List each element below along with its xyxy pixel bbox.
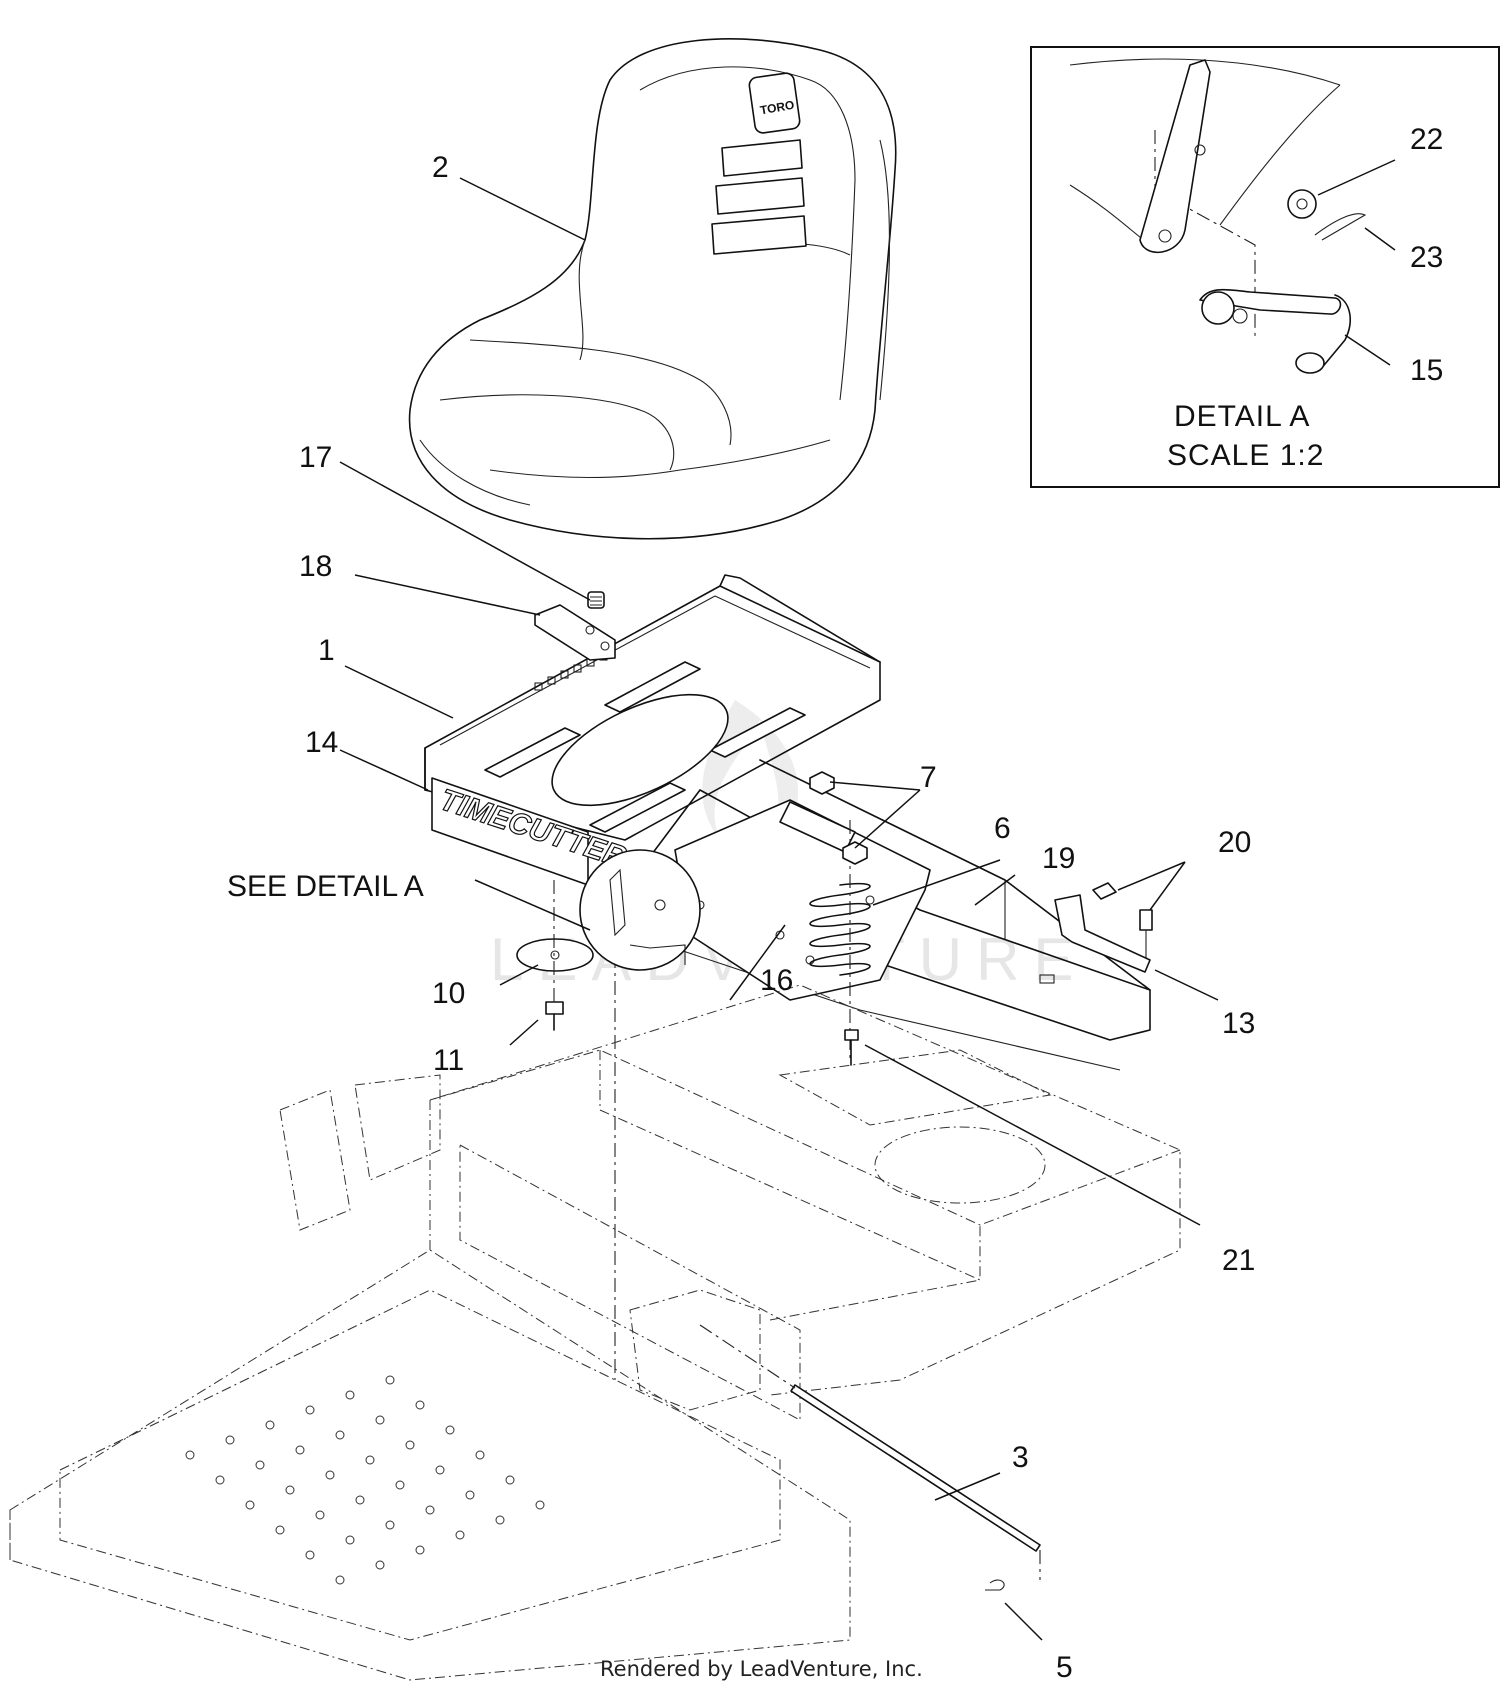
nut-part [587, 591, 605, 609]
seat: TORO [408, 38, 897, 540]
callout-10: 10 [432, 977, 465, 1010]
callout-labels: 2 17 18 1 14 SEE DETAIL A 10 11 7 6 19 1… [227, 123, 1443, 1684]
washer-10 [516, 938, 594, 972]
bolt-21 [844, 1029, 859, 1066]
seat-plate: TIMECUTTER [424, 574, 881, 886]
callout-21: 21 [1222, 1244, 1255, 1277]
callout-13: 13 [1222, 1007, 1255, 1040]
callout-6: 6 [994, 812, 1011, 845]
mower-frame [9, 984, 1181, 1681]
clip-part [534, 604, 616, 661]
callout-14: 14 [305, 726, 338, 759]
locknut-7 [809, 771, 868, 865]
callout-18: 18 [299, 550, 332, 583]
callout-23: 23 [1410, 241, 1443, 274]
callout-5: 5 [1056, 1651, 1073, 1684]
rod-3 [699, 1324, 1041, 1552]
detail-a-scale: SCALE 1:2 [1167, 439, 1324, 472]
callout-19: 19 [1042, 842, 1075, 875]
callout-16: 16 [760, 964, 793, 997]
bolt-11 [545, 1001, 564, 1031]
callout-15: 15 [1410, 354, 1443, 387]
leader-lines [339, 159, 1396, 1641]
callout-3: 3 [1012, 1441, 1029, 1474]
callout-11: 11 [433, 1044, 464, 1077]
callout-20: 20 [1218, 826, 1251, 859]
seat-brand-logo: TORO [759, 98, 795, 118]
detail-a-marker [579, 849, 701, 971]
floor-pan-holes [185, 1375, 545, 1585]
render-credit: Rendered by LeadVenture, Inc. [600, 1657, 923, 1681]
callout-22: 22 [1410, 123, 1443, 156]
detail-a-title: DETAIL A [1174, 400, 1310, 433]
callout-17: 17 [299, 441, 332, 474]
hairpin-5 [985, 1550, 1041, 1591]
bracket-13 [1054, 894, 1151, 973]
callout-1: 1 [318, 634, 335, 667]
callout-2: 2 [432, 151, 449, 184]
callout-7: 7 [920, 761, 937, 794]
callout-see-detail-a: SEE DETAIL A [227, 870, 424, 903]
bolts-20 [1092, 882, 1153, 960]
detail-a-box: DETAIL A SCALE 1:2 [1030, 46, 1500, 488]
